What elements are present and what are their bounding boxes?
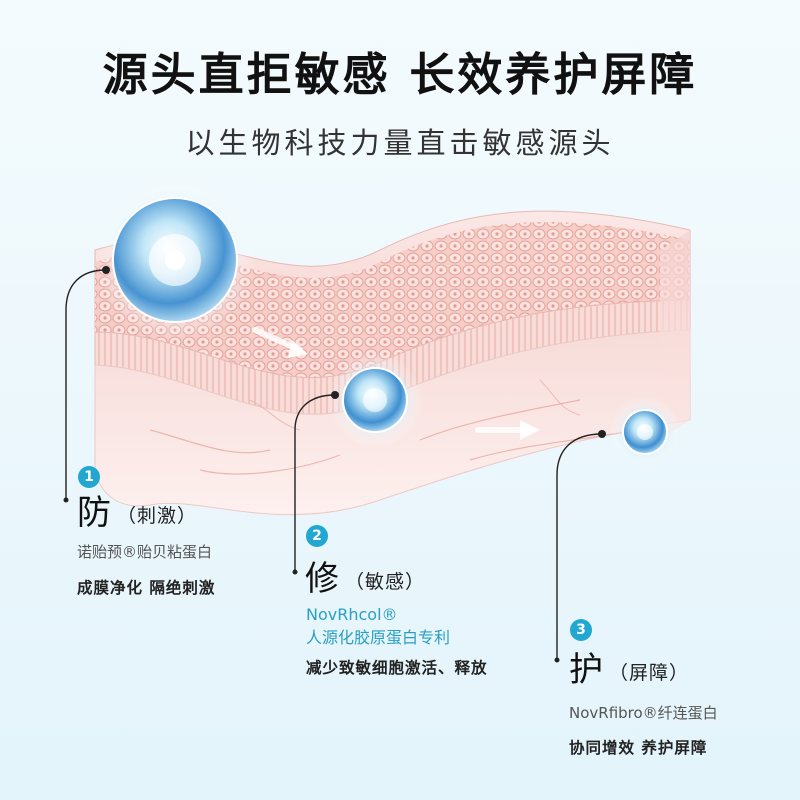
feature-1-benefit: 成膜净化 隔绝刺激	[77, 579, 216, 597]
feature-1-paren: （刺激）	[117, 505, 198, 527]
feature-2-benefit: 减少致敏细胞激活、释放	[306, 659, 488, 677]
feature-3-paren: （屏障）	[609, 662, 690, 684]
feature-2-ingredient: 人源化胶原蛋白专利	[306, 628, 451, 647]
leader-line-2	[294, 394, 336, 572]
badge-2: 2	[306, 525, 328, 547]
feature-2-glyph: 修	[305, 559, 339, 599]
leader-line-1	[65, 269, 107, 500]
page-subtitle: 以生物科技力量直击敏感源头	[185, 126, 615, 160]
badge-1: 1	[78, 466, 100, 488]
page-title: 源头直拒敏感 长效养护屏障	[102, 48, 698, 101]
feature-2-paren: （敏感）	[345, 571, 426, 593]
feature-3-benefit: 协同增效 养护屏障	[569, 739, 708, 757]
leader-line-3	[556, 433, 603, 660]
badge-3: 3	[570, 619, 592, 641]
feature-2-brand: NovRhcol®	[306, 605, 398, 624]
feature-1-ingredient: 诺贻预®贻贝粘蛋白	[77, 543, 213, 561]
feature-3-ingredient: NovRfibro®纤连蛋白	[569, 704, 718, 722]
feature-1-glyph: 防	[77, 493, 111, 533]
feature-3-glyph: 护	[569, 650, 603, 690]
